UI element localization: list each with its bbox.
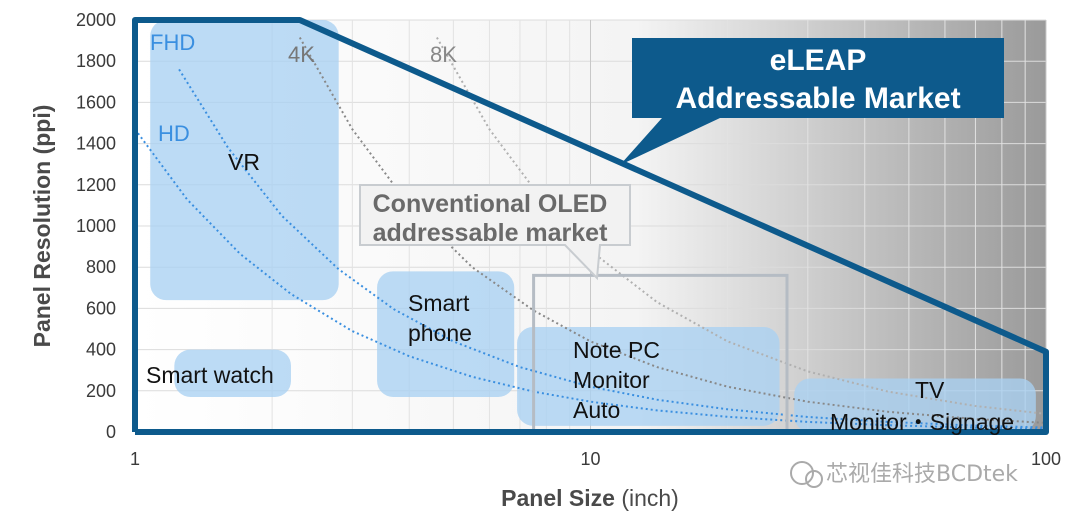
8k-label: 8K <box>430 42 457 67</box>
y-tick-label: 400 <box>86 340 116 360</box>
wechat-icon <box>790 461 814 485</box>
oled-label-line1: Conventional OLED <box>373 190 608 218</box>
vr-label: VR <box>228 149 260 175</box>
region-smart-phone <box>377 271 515 397</box>
region-vr <box>150 20 339 301</box>
y-tick-label: 2000 <box>76 10 116 30</box>
eleap-callout: eLEAP Addressable Market <box>132 17 1049 435</box>
oled-callout: Conventional OLED addressable market <box>359 184 789 432</box>
y-axis-ticks: 0 200 400 600 800 1000 1200 1400 1600 1800 2000 <box>76 10 116 442</box>
smart-watch-label: Smart watch <box>146 362 274 388</box>
y-tick-label: 600 <box>86 298 116 318</box>
y-axis-title: Panel Resolution (ppi) <box>29 105 55 348</box>
eleap-market-boundary <box>132 17 1049 435</box>
y-tick-label: 1600 <box>76 92 116 112</box>
x-axis-ticks: 1 10 100 <box>130 449 1061 469</box>
note-pc-label-line2: Monitor <box>573 367 650 393</box>
curve-labels: FHD HD 4K 8K <box>150 30 457 146</box>
4k-label: 4K <box>288 42 315 67</box>
region-tv-monitor-signage <box>794 378 1036 432</box>
x-axis-title-unit: (inch) <box>621 485 679 511</box>
watermark: 芯视佳科技BCDtek <box>790 461 1018 488</box>
watermark-text: 芯视佳科技BCDtek <box>826 462 1018 487</box>
smart-phone-label-line1: Smart <box>408 290 470 316</box>
y-tick-label: 1800 <box>76 51 116 71</box>
oled-market-box <box>532 273 789 432</box>
note-pc-label-line1: Note PC <box>573 337 660 363</box>
eleap-label-line1: eLEAP <box>770 44 867 77</box>
smart-phone-label-line2: phone <box>408 320 472 346</box>
y-tick-label: 1000 <box>76 216 116 236</box>
y-tick-label: 0 <box>106 422 116 442</box>
x-tick-label: 1 <box>130 449 140 469</box>
tv-label-line2: Monitor・Signage <box>830 409 1014 435</box>
y-tick-label: 1200 <box>76 175 116 195</box>
y-tick-label: 200 <box>86 381 116 401</box>
oled-callout-bubble <box>359 184 631 281</box>
hd-label: HD <box>158 121 190 146</box>
wechat-icon-bubble <box>805 470 823 488</box>
region-smart-watch <box>174 349 291 397</box>
curve-8k <box>436 37 1047 415</box>
curve-fhd <box>178 68 1047 429</box>
oled-label-line2: addressable market <box>373 219 609 247</box>
x-tick-label: 100 <box>1031 449 1061 469</box>
eleap-callout-bubble <box>620 38 1004 165</box>
fhd-label: FHD <box>150 30 195 55</box>
x-tick-label: 10 <box>580 449 600 469</box>
y-tick-label: 800 <box>86 257 116 277</box>
eleap-label-line2: Addressable Market <box>675 82 960 115</box>
y-tick-label: 1400 <box>76 134 116 154</box>
note-pc-label-line3: Auto <box>573 397 620 423</box>
x-axis-title-name: Panel Size <box>501 485 615 511</box>
region-labels: VR Smart watch Smart phone Note PC Monit… <box>146 149 1014 435</box>
curve-4k <box>298 37 1047 424</box>
tv-label-line1: TV <box>915 377 945 403</box>
x-axis-title: Panel Size (inch) <box>501 485 679 511</box>
